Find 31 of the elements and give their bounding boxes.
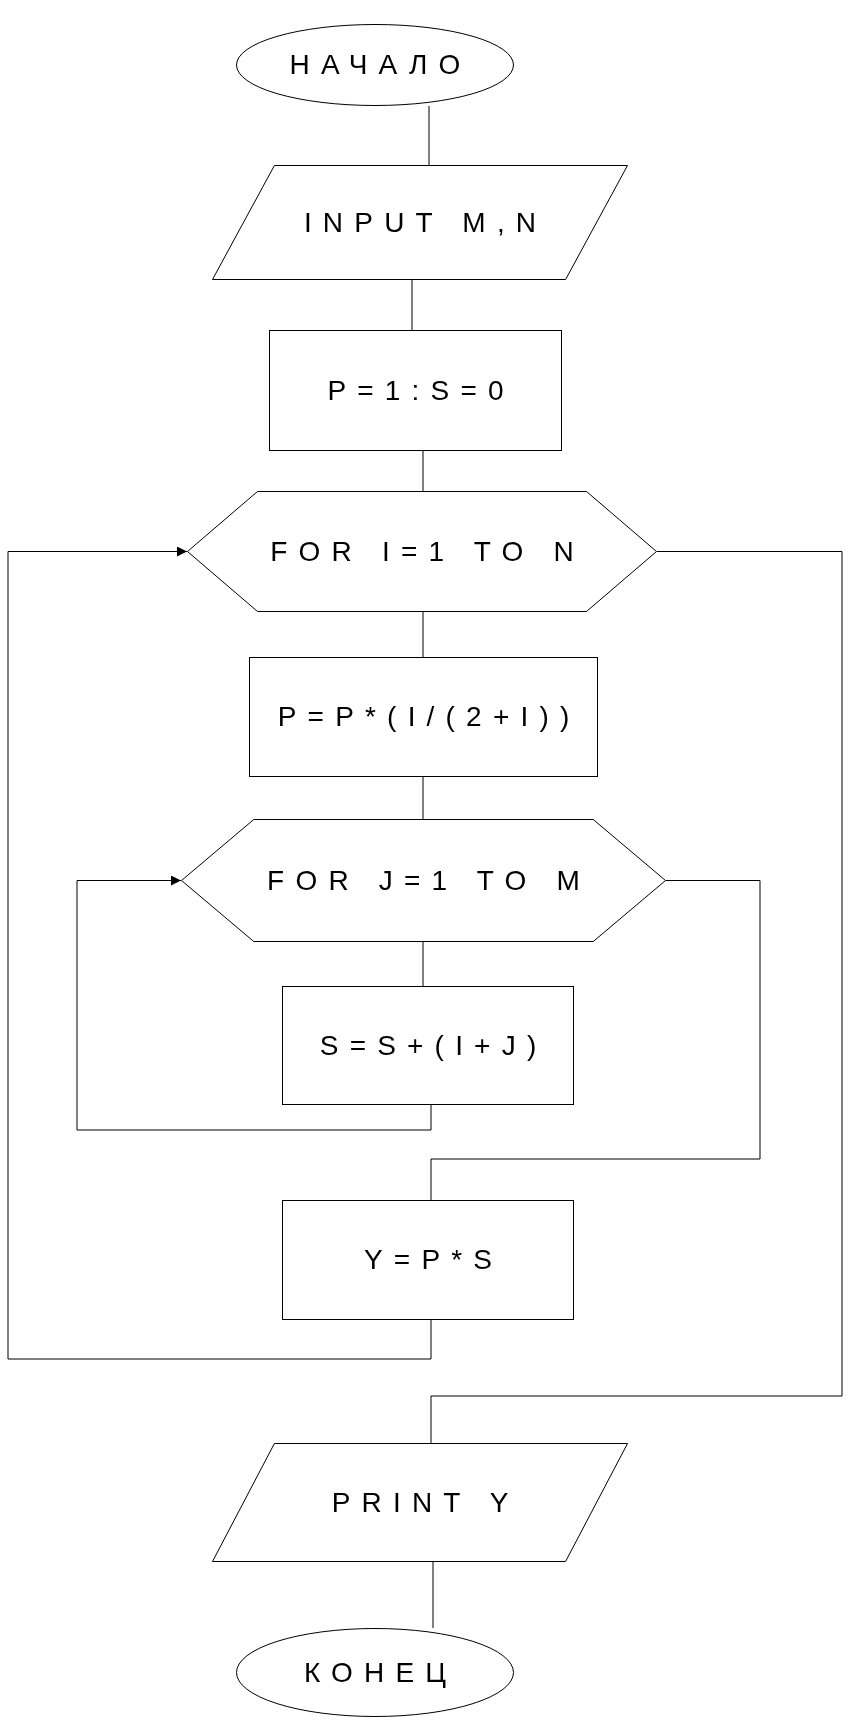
node-text: FOR I=1 TO N xyxy=(270,535,585,568)
connector-line xyxy=(422,776,424,820)
connector-line xyxy=(422,611,424,658)
terminator-ellipse xyxy=(236,24,514,106)
input-output-parallelogram xyxy=(212,1443,628,1562)
process-box xyxy=(269,330,562,451)
node-text: P=1:S=0 xyxy=(327,374,515,407)
node-text: НАЧАЛО xyxy=(289,49,472,81)
node-text: INPUT M,N xyxy=(303,206,548,239)
connector-line xyxy=(422,941,424,987)
process-box xyxy=(282,986,574,1105)
loop-arrow xyxy=(76,875,432,1131)
connector-line xyxy=(430,880,761,1201)
terminator-ellipse xyxy=(236,1628,514,1717)
connector-line xyxy=(422,450,424,492)
node-text: КОНЕЦ xyxy=(303,1656,458,1689)
connector-line xyxy=(432,1561,434,1629)
connector-line xyxy=(430,551,843,1444)
loop-hexagon xyxy=(181,819,666,942)
process-box xyxy=(282,1200,574,1320)
node-text: FOR J=1 TO M xyxy=(267,864,592,897)
node-text: P=P*(I/(2+I)) xyxy=(277,701,581,733)
connector-line xyxy=(428,105,430,166)
process-box xyxy=(249,657,598,777)
node-text: Y=P*S xyxy=(363,1244,504,1276)
node-text: PRINT Y xyxy=(331,1486,520,1519)
node-text: S=S+(I+J) xyxy=(319,1029,548,1062)
input-output-parallelogram xyxy=(212,165,628,280)
connector-line xyxy=(411,279,413,331)
loop-hexagon xyxy=(187,491,657,612)
loop-arrow xyxy=(7,546,432,1360)
